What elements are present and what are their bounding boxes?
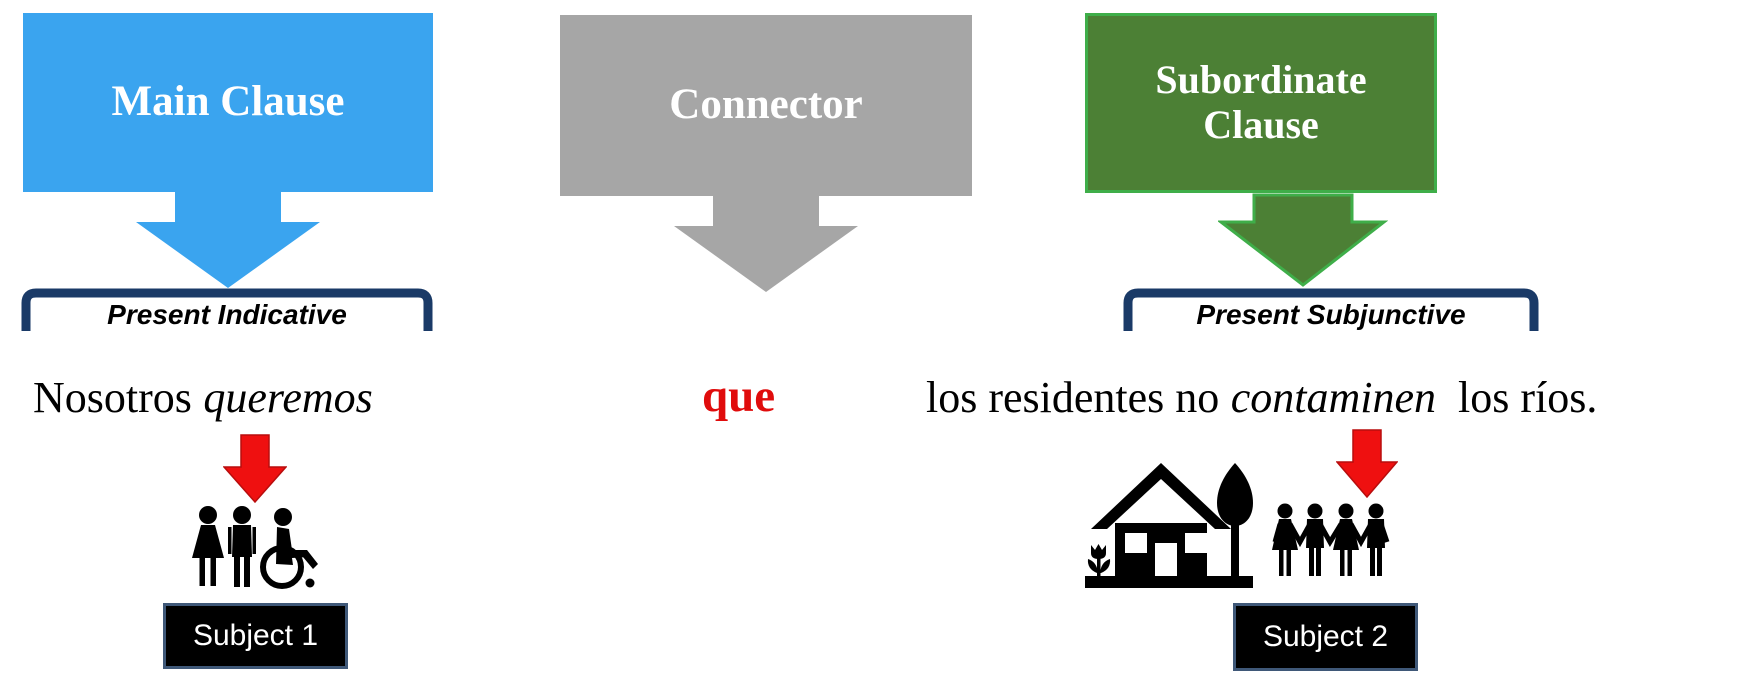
subject1-figures-icon: [192, 506, 318, 589]
house-icon: [1085, 463, 1253, 588]
connector-label: Connector: [669, 81, 863, 129]
subject2-box: Subject 2: [1233, 603, 1418, 671]
subordinate-clause-down-arrow-icon: [1218, 193, 1388, 287]
man-icon: [228, 506, 256, 587]
man-icon: [1306, 503, 1324, 576]
main-clause-label: Main Clause: [111, 78, 345, 126]
house-tree-icon: [1085, 463, 1253, 588]
subordinate-clause-label: Subordinate Clause: [1155, 57, 1367, 147]
present-subjunctive-label: Present Subjunctive: [1196, 299, 1466, 330]
subordinate-clause-box: Subordinate Clause: [1085, 13, 1437, 193]
subordinate-post-text: los ríos.: [1458, 373, 1598, 422]
connector-down-arrow-icon: [674, 196, 858, 292]
main-verb-text: queremos: [203, 373, 373, 422]
man-icon: [1367, 503, 1385, 576]
main-clause-box: Main Clause: [23, 13, 433, 192]
connector-word-text: que: [702, 370, 776, 422]
joined-hands: [1272, 522, 1390, 548]
main-subject-text: Nosotros: [33, 373, 192, 422]
woman-icon: [192, 506, 224, 586]
tree-icon: [1217, 463, 1253, 576]
subject2-pointer-arrow-icon: [1336, 429, 1398, 498]
people-group-icon: [1272, 503, 1390, 576]
flower-icon: [1087, 544, 1111, 577]
subject1-pointer-arrow-icon: [223, 434, 287, 503]
subject1-box: Subject 1: [163, 603, 348, 669]
subject2-label: Subject 2: [1262, 620, 1389, 653]
present-indicative-label: Present Indicative: [107, 299, 347, 330]
subject1-label: Subject 1: [192, 619, 319, 652]
wheelchair-user-icon: [260, 508, 318, 589]
main-clause-down-arrow-icon: [136, 192, 320, 288]
subjunctive-bracket-icon: [1123, 288, 1539, 331]
woman-icon: [1333, 503, 1359, 576]
subordinate-verb-text: contaminen: [1230, 373, 1437, 422]
subordinate-pre-text: los residentes no: [926, 373, 1220, 422]
connector-box: Connector: [560, 15, 972, 196]
indicative-bracket-icon: [21, 288, 433, 331]
